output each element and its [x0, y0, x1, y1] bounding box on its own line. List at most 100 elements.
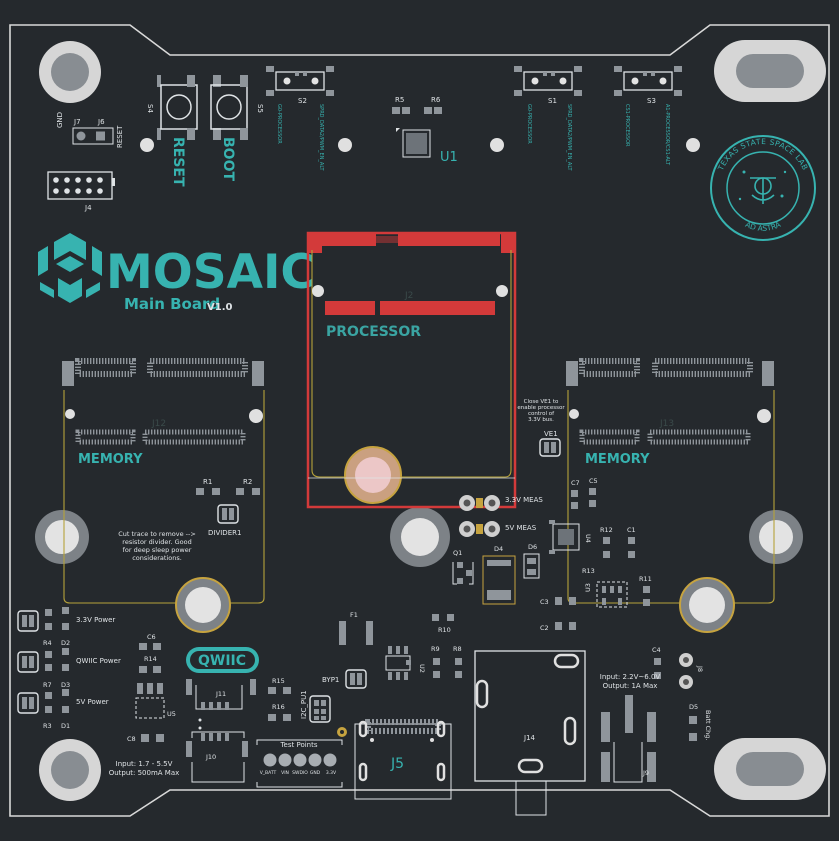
j13-label: J13 [659, 419, 674, 429]
test-points-block [256, 739, 343, 788]
s2-label: S2 [298, 97, 307, 105]
processor-label: PROCESSOR [326, 324, 421, 340]
r11-label: R11 [639, 575, 652, 583]
r11-pads [643, 586, 650, 606]
seal-bottom-text: AD ASTRA [744, 220, 783, 233]
tp-label-vbatt: V_BATT [260, 770, 277, 776]
power-qwiic-label: QWIIC Power [76, 657, 121, 665]
power-led-33v[interactable] [17, 610, 39, 632]
j4-label: J4 [84, 204, 92, 212]
r15-label: R15 [272, 677, 285, 685]
r1-label: R1 [203, 478, 212, 486]
power-led-5v[interactable] [17, 692, 39, 714]
j9-label: J9 [642, 769, 649, 777]
r4-label: R4 [43, 639, 52, 647]
memory-right-label: MEMORY [585, 452, 650, 467]
qwiic-logo-text: QWIIC [198, 653, 246, 669]
tp-label-swdio: SWDIO [292, 770, 308, 776]
brand-subtitle: Main Board [124, 295, 220, 313]
ve1-label: VE1 [544, 430, 558, 438]
r14-pads [139, 666, 161, 673]
r9-r8-pads [433, 658, 462, 678]
mounting-hole-right-mid [749, 510, 803, 564]
power-33v-label: 3.3V Power [76, 616, 115, 624]
mounting-hole-left-mid [35, 510, 89, 564]
j9-connector[interactable] [601, 695, 656, 783]
led-resistor-pads [45, 607, 69, 713]
d4-label: D4 [494, 545, 503, 553]
j11-connector[interactable] [186, 679, 256, 722]
u1-label: U1 [440, 150, 458, 165]
mounting-slot-top-right [714, 40, 826, 102]
divider1-label: DIVIDER1 [208, 529, 241, 537]
u4-label: U4 [584, 534, 592, 543]
r16-label: R16 [272, 703, 285, 711]
test-point-pads[interactable] [263, 753, 337, 767]
switch-s3[interactable] [614, 66, 682, 96]
u2-chip [385, 646, 411, 680]
processor-slot-j2 [306, 231, 517, 509]
switch-s1[interactable] [514, 66, 582, 96]
d6-label: D6 [528, 543, 537, 551]
r1-r2-pads [196, 488, 260, 495]
c8-label: C8 [127, 735, 136, 743]
meas-5v-pads [459, 521, 500, 537]
d2-label: D2 [61, 639, 70, 647]
s3-right-label: A1-PROCESSOR/CS1-ALT [664, 104, 670, 166]
mosaic-logo-icon [38, 233, 102, 303]
r2-label: R2 [243, 478, 252, 486]
divider-note-1: Cut trace to remove --> [118, 530, 196, 538]
r12-c1-pads [603, 537, 635, 558]
divider1-jumper[interactable] [217, 504, 239, 524]
c3-c2-pads [555, 597, 576, 630]
j10-connector[interactable] [186, 726, 248, 783]
texas-state-space-lab-seal [710, 135, 816, 241]
batt-chg-label: Batt Chg. [704, 710, 712, 740]
j14-barrel-jack[interactable] [474, 650, 586, 816]
r7-label: R7 [43, 681, 52, 689]
r5-label: R5 [395, 96, 404, 104]
brand-name: MOSAIC [106, 245, 315, 300]
byp1-jumper[interactable] [345, 669, 367, 689]
j8-battery-pads[interactable] [679, 653, 693, 689]
switch-s2[interactable] [266, 66, 334, 96]
c8-pads [141, 734, 164, 742]
ve1-jumper[interactable] [539, 438, 561, 457]
reset-pin-label: RESET [116, 125, 124, 148]
c6-label: C6 [147, 633, 156, 641]
j10-label: J10 [205, 753, 216, 761]
j4-header [47, 171, 115, 200]
c4-pads [654, 658, 661, 679]
seal-top-text: TEXAS STATE SPACE LAB [716, 137, 810, 173]
r8-label: R8 [453, 645, 462, 653]
ve1-note-3: control of [528, 411, 555, 417]
u5-chip [135, 683, 165, 719]
s2-right-label: SPRD_DATA2/PWM_EN_ALT [318, 104, 324, 171]
r15-pads [268, 687, 291, 694]
j11-label: J11 [215, 690, 226, 698]
mounting-hole-center [390, 507, 450, 567]
c7-c5-pads [571, 488, 596, 509]
memory-left-label: MEMORY [78, 452, 143, 467]
board-outline [9, 24, 830, 817]
s1-label: S1 [548, 97, 557, 105]
r9-label: R9 [431, 645, 440, 653]
tp-label-vin: VIN [281, 770, 289, 776]
ve1-note-2: enable processor [517, 405, 565, 411]
i2c-pu1-jumper[interactable] [309, 695, 331, 723]
r14-label: R14 [144, 655, 157, 663]
s3-label: S3 [647, 97, 656, 105]
r12-label: R12 [600, 526, 613, 534]
j5-usb-c-connector[interactable] [354, 719, 452, 800]
gnd-label: GND [56, 112, 64, 128]
test-points-title: Test Points [279, 741, 317, 749]
power-led-qwiic[interactable] [17, 651, 39, 673]
power-5v-label: 5V Power [76, 698, 109, 706]
reset-button[interactable] [157, 75, 198, 140]
boot-button[interactable] [210, 75, 248, 140]
u1-chip [392, 107, 442, 158]
j5-label: J5 [390, 756, 404, 772]
spec-right-output: Output: 1A Max [603, 682, 658, 690]
c3-label: C3 [540, 598, 549, 606]
